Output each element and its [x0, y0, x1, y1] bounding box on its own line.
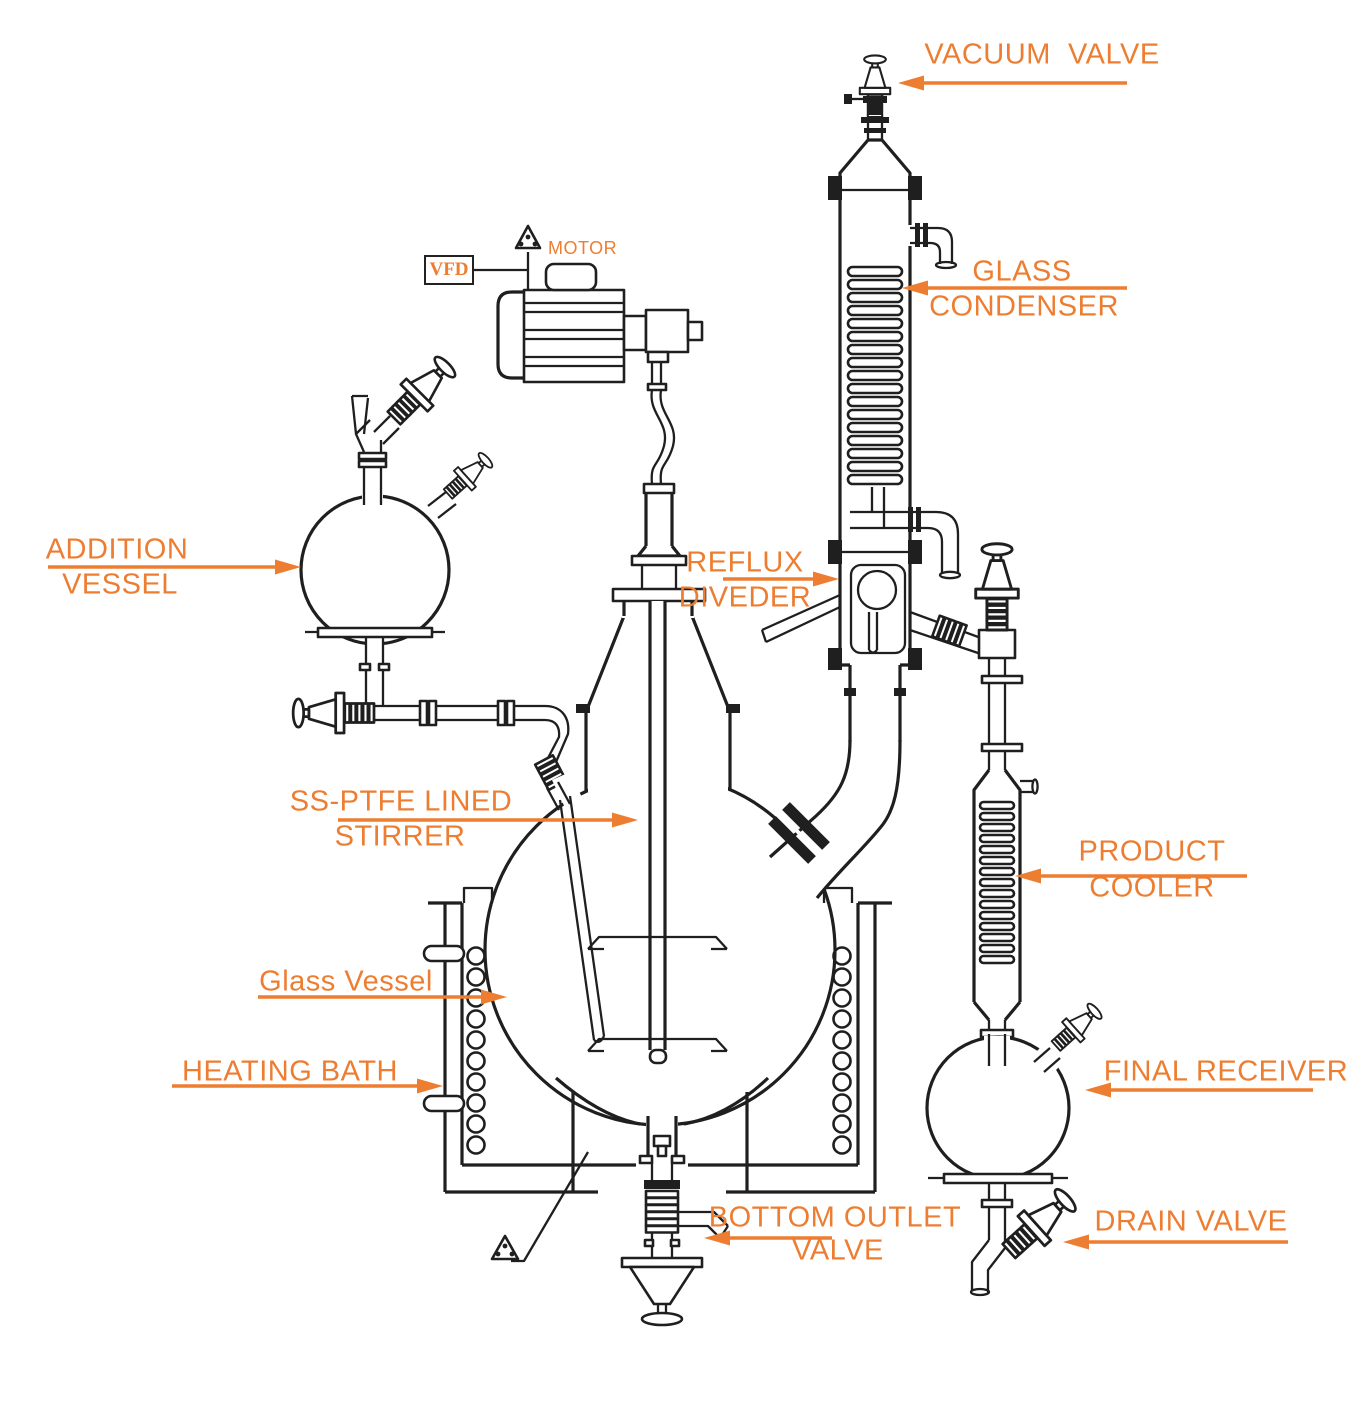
label-product-cooler-1: PRODUCT [1078, 835, 1226, 868]
addition-vessel [299, 348, 498, 646]
condenser-coil [846, 265, 904, 486]
arrow-vacuum-valve [898, 75, 1127, 91]
final-receiver [925, 997, 1108, 1240]
label-drain-valve: DRAIN VALVE [1094, 1205, 1288, 1238]
label-glass-condenser-2: CONDENSER [929, 290, 1119, 323]
label-ss-ptfe-1: SS-PTFE LINED [289, 785, 513, 818]
vfd-wiring [470, 224, 542, 291]
arrow-glass-vessel [258, 989, 507, 1005]
product-valve [974, 542, 1020, 660]
product-cooler [972, 658, 1039, 1039]
label-vacuum-valve: VACUUM VALVE [924, 38, 1160, 71]
stirrer-assembly [587, 601, 728, 1065]
arrow-addition-vessel [48, 559, 301, 575]
label-bottom-outlet-2: VALVE [792, 1234, 884, 1267]
label-addition-vessel-1: ADDITION [45, 533, 189, 566]
drain-valve [969, 1180, 1084, 1297]
annotation-arrows [48, 75, 1313, 1250]
label-product-cooler-2: COOLER [1089, 871, 1215, 904]
arrow-reflux-diveder [723, 571, 839, 587]
vapor-duct [752, 739, 902, 910]
arrow-heating-bath [172, 1078, 443, 1094]
motor [496, 262, 704, 589]
heating-bath [422, 886, 892, 1194]
addition-feed-line [291, 637, 606, 1043]
arrow-glass-condenser [902, 280, 1127, 296]
glass-condenser [828, 138, 962, 580]
arrow-drain-valve [1063, 1234, 1288, 1250]
label-ss-ptfe-2: STIRRER [334, 820, 466, 853]
label-reflux-diveder-1: REFLUX [686, 546, 804, 579]
dip-tube [558, 795, 606, 1043]
heating-coil-left [466, 946, 486, 1155]
delta-symbol-bath [490, 1151, 589, 1263]
vfd-box: VFD [424, 255, 474, 285]
label-motor: MOTOR [548, 238, 618, 258]
arrow-bottom-outlet-valve [704, 1230, 832, 1246]
label-glass-vessel: Glass Vessel [259, 965, 433, 998]
label-addition-vessel-2: VESSEL [62, 568, 178, 601]
reflux-divider [760, 560, 982, 742]
label-reflux-diveder-2: DIVEDER [678, 581, 812, 614]
heating-coil-right [832, 946, 852, 1155]
arrow-ss-ptfe-stirrer [338, 812, 638, 828]
arrow-final-receiver [1085, 1082, 1313, 1098]
vfd-label: VFD [429, 259, 469, 280]
bottom-outlet-valve [620, 1112, 729, 1327]
duct-flange [768, 802, 830, 864]
cooler-coil [978, 800, 1016, 965]
label-bottom-outlet-1: BOTTOM OUTLET [708, 1201, 962, 1234]
label-glass-condenser-1: GLASS [972, 255, 1072, 288]
vacuum-valve [844, 54, 892, 140]
label-final-receiver: FINAL RECEIVER [1103, 1055, 1348, 1088]
arrow-product-cooler [1015, 868, 1247, 884]
label-heating-bath: HEATING BATH [182, 1055, 398, 1088]
